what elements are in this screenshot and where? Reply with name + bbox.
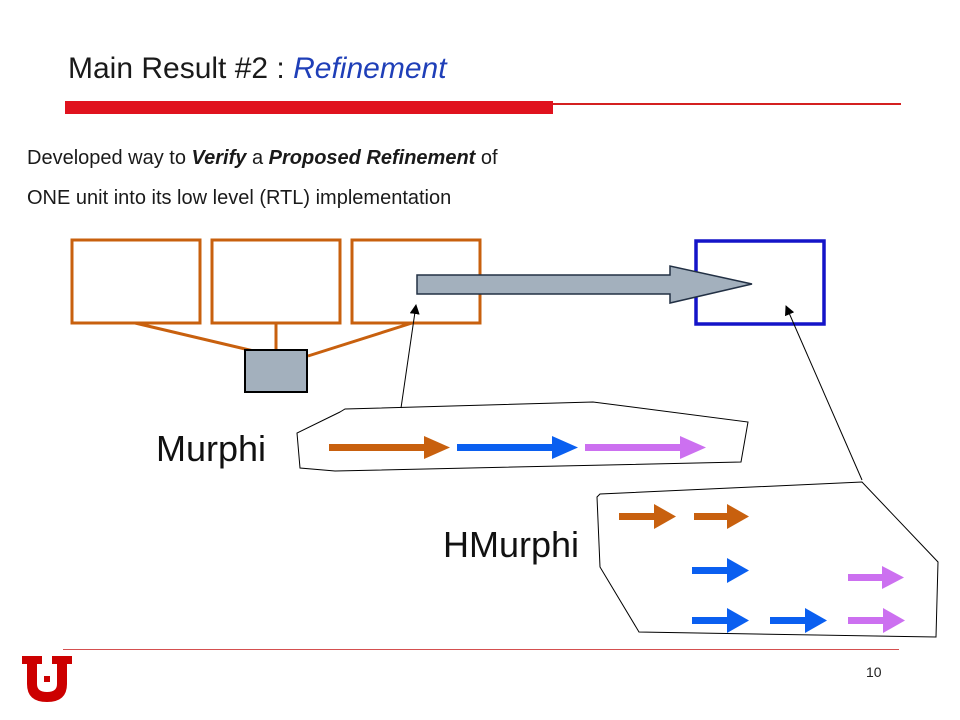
university-of-utah-u-logo-icon: [22, 656, 72, 702]
body-line-1: Developed way to Verify a Proposed Refin…: [27, 147, 498, 170]
murphi-arrow-violet: [585, 436, 706, 459]
body-line-2: ONE unit into its low level (RTL) implem…: [27, 187, 452, 209]
hmurphi-arrow-orange-1: [619, 504, 676, 529]
hmurphi-arrow-blue-3: [770, 608, 827, 633]
hmurphi-arrow-blue-2: [692, 608, 749, 633]
title-underline-thin: [553, 103, 901, 105]
emphasis-proposed-refinement: Proposed Refinement: [268, 147, 476, 169]
connector-left: [134, 321, 259, 354]
murphi-pointer: [400, 304, 420, 409]
label-murphi: Murphi: [156, 428, 267, 469]
hmurphi-pointer: [785, 305, 863, 481]
shared-gray-box: [244, 349, 308, 393]
title-accent: Refinement: [293, 52, 447, 85]
refinement-arrow: [416, 265, 753, 304]
title-main: Main Result #2 :: [68, 52, 294, 85]
emphasis-verify: Verify: [191, 147, 247, 169]
unit-box-2: [210, 238, 342, 325]
unit-box-1: [70, 238, 202, 325]
murphi-arrow-orange: [329, 436, 450, 459]
body-line-1-part-1: Developed way to: [27, 147, 192, 169]
hmurphi-arrow-violet-1: [848, 566, 904, 589]
footer-divider: [63, 649, 899, 650]
murphi-arrow-blue: [457, 436, 578, 459]
label-hmurphi: HMurphi: [443, 524, 580, 565]
page-number: 10: [866, 664, 882, 680]
connector-right: [307, 321, 413, 358]
hmurphi-callout: [596, 481, 939, 638]
hmurphi-arrow-orange-2: [694, 504, 749, 529]
slide-title: Main Result #2 : Refinement: [68, 52, 447, 86]
body-line-1-part-3: a: [246, 147, 269, 169]
body-line-1-part-5: of: [475, 147, 498, 169]
hmurphi-arrow-blue-1: [692, 558, 749, 583]
title-underline-thick: [65, 101, 553, 114]
murphi-callout: [296, 401, 749, 472]
hmurphi-arrow-violet-2: [848, 608, 905, 633]
